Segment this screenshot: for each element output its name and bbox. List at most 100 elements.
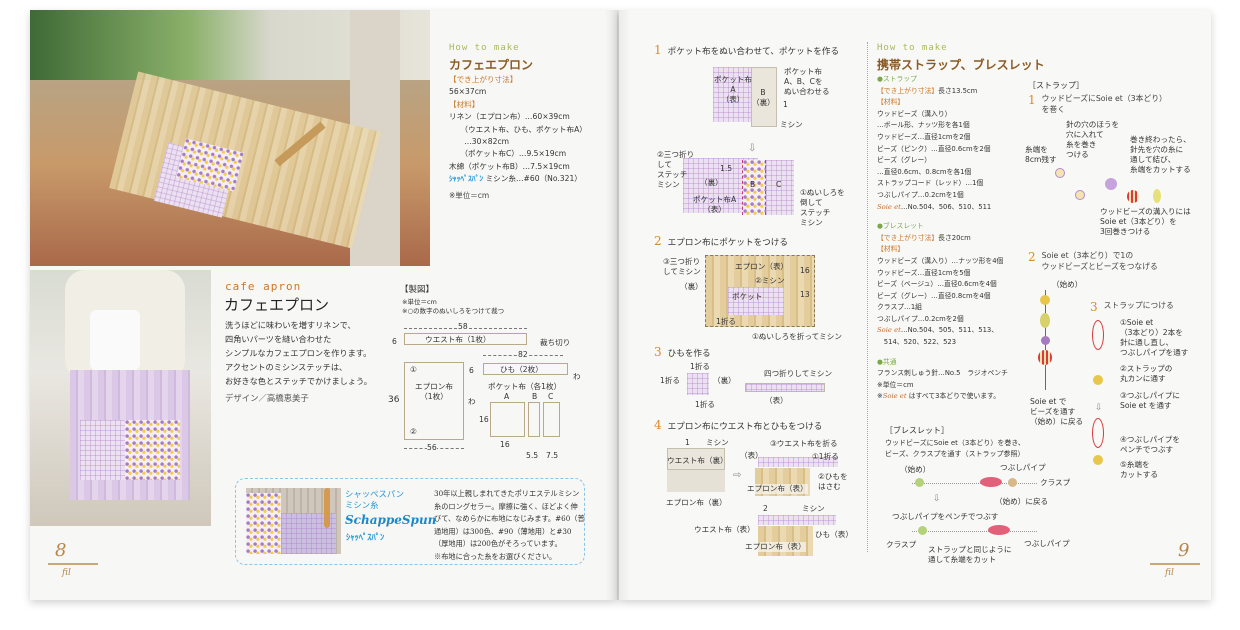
- step-number: 3: [1090, 300, 1098, 314]
- bracelet-intro: ウッドビーズにSoie et（3本どり）を巻き、 ビーズ、クラスプを通す（ストラ…: [885, 438, 1025, 460]
- materials-heading: 【材料】: [877, 245, 905, 254]
- text-line: ※布地に合った糸をお選びください。: [434, 551, 557, 561]
- book-gutter: [605, 10, 631, 600]
- recipe-materials: 【でき上がり寸法】 56×37cm 【材料】 リネン（エプロン布）…60×39c…: [449, 74, 587, 201]
- step-number: 1: [1028, 93, 1036, 107]
- label: 13: [800, 290, 810, 299]
- label: 1: [685, 438, 690, 447]
- bead-red: [980, 477, 1002, 487]
- step-number: 4: [654, 418, 662, 432]
- label: ②三つ折り して ステッチ ミシン: [657, 150, 695, 189]
- needle-icon: [1150, 563, 1200, 565]
- pattern-note: ※○の数字のぬいしろをつけて裁つ: [402, 307, 505, 315]
- strap-piece-label: ひも（2枚）: [500, 365, 543, 374]
- soie-et-logo: Soie et: [877, 202, 901, 211]
- fold-label: わ: [468, 397, 476, 406]
- strap-step-1: 1 ウッドビーズにSoie et（3本どり） を巻く: [1028, 93, 1167, 115]
- material-line: …30×82cm: [449, 137, 510, 147]
- intro-line: お好きな色とステッチでかけましょう。: [225, 376, 372, 386]
- materials-heading: 【材料】: [877, 98, 905, 107]
- intro-title: カフェエプロン: [224, 296, 330, 314]
- dim-58: 58: [458, 322, 468, 332]
- material-line: ウッドビーズ（溝入り）…ナッツ形を4個: [877, 256, 1004, 265]
- intro-line: シンプルなカフェエプロンを作ります。: [225, 348, 372, 358]
- step-text: ウッドビーズにSoie et（3本どり） を巻く: [1041, 94, 1167, 114]
- material-line: …ボール形、ナッツ形を各1個: [877, 121, 970, 130]
- label: 巻き終わったら、 針先を穴の糸に 通して結び、 糸端をカットする: [1130, 135, 1191, 174]
- common-heading: ●共通: [877, 357, 897, 366]
- step-text: Soie et（3本どり）で1の ウッドビーズとビーズをつなげる: [1041, 251, 1158, 271]
- note: はすべて3本どりで使います。: [908, 392, 1000, 401]
- label: Soie et で ビーズを通す （始め）に戻る: [1030, 397, 1084, 426]
- label: ウエスト布（裏）: [667, 456, 728, 465]
- label: （裏）: [700, 178, 723, 187]
- label: エプロン布（裏）: [666, 498, 727, 507]
- label: ⑤糸端を カットする: [1120, 460, 1158, 479]
- bead-wrapped-icon: [1105, 178, 1117, 190]
- how-to-make-label: How to make: [877, 43, 948, 53]
- material-line: つぶしパイプ…0.2cmを2個: [877, 314, 964, 323]
- text-line: 通地用）は300色、#90（薄地用）と#30: [434, 526, 572, 536]
- bead-red: [988, 525, 1010, 535]
- pocket-b-swatch: [751, 67, 777, 127]
- size-value: 長さ13.5cm: [938, 86, 978, 95]
- folio-mark-left: fil: [62, 568, 71, 578]
- pattern-note: ※単位＝cm: [402, 298, 437, 306]
- bracelet-diagram-1: [912, 483, 1037, 484]
- size-heading: 【でき上がり寸法】: [877, 86, 939, 95]
- label: ①ぬいしろを折ってミシン: [752, 332, 842, 341]
- recipe-title: 携帯ストラップ、ブレスレット: [877, 58, 1045, 72]
- intro-line: アクセントのミシンステッチは、: [225, 362, 348, 372]
- bead: [1038, 350, 1052, 365]
- bead: [1093, 375, 1103, 385]
- label: ③三つ折り してミシン: [663, 257, 701, 276]
- label: ミシン: [802, 504, 825, 513]
- label: 針の穴のほうを 穴に入れて 糸を巻き つける: [1066, 120, 1120, 159]
- material-line: ビーズ（ピンク）…直径0.6cmを2個: [877, 144, 991, 153]
- size-heading: 【でき上がり寸法】: [449, 75, 518, 84]
- thread-info-box: [235, 478, 585, 565]
- label: ①Soie et （3本どり）2本を 針に通し直し、 つぶしパイプを通す: [1120, 318, 1189, 357]
- pocket-piece-label: ポケット布（各1枚）: [488, 382, 562, 391]
- material-line: つぶしパイプ…0.2cmを1個: [877, 190, 964, 199]
- label: 糸端を 8cm残す: [1025, 145, 1057, 164]
- bracelet-heading: ●ブレスレット: [877, 222, 924, 231]
- label: （裏）: [680, 282, 703, 291]
- bead-wrapping-icon: [1075, 190, 1085, 200]
- label: エプロン（表）: [735, 262, 789, 271]
- soie-et-logo: Soie et: [877, 326, 901, 335]
- strap-loop-icon: [1092, 320, 1104, 350]
- needle-icon: [48, 563, 98, 565]
- schappe-spun-logo: SchappeSpun: [345, 513, 437, 527]
- bead-wrapping-icon: [1055, 168, 1065, 178]
- bead-wood: [1008, 478, 1017, 487]
- material-line: ウッドビーズ…直径1cmを2個: [877, 132, 971, 141]
- label: （表）: [740, 451, 763, 460]
- label: ポケット布 A （表）: [714, 75, 752, 104]
- folio-mark-right: fil: [1165, 568, 1174, 578]
- strap-heading: ●ストラップ: [877, 75, 917, 83]
- photo-apron-window: [30, 10, 430, 266]
- text-line: 糸のロングセラー。摩擦に強く、ほどよく伸: [434, 501, 578, 511]
- bead-striped-yellow: [1153, 189, 1161, 203]
- bead-green: [915, 478, 924, 487]
- schappe-spun-kana-logo: ｼｬｯﾍﾟｽﾊﾟﾝ: [346, 533, 385, 543]
- strap-folded: [745, 383, 825, 392]
- material-line: （ポケット布C）…9.5×19cm: [449, 149, 567, 159]
- dim-5-5: 5.5: [526, 451, 539, 460]
- material-line: …直径0.6cm、0.8cmを各1個: [877, 167, 972, 176]
- step-text: エプロン布にウエスト布とひもをつける: [667, 422, 823, 432]
- thread-box-text: 30年以上親しまれてきたポリエステルミシン 糸のロングセラー。摩擦に強く、ほどよ…: [434, 488, 585, 564]
- waist-strap: [758, 457, 838, 467]
- pocket-c: C: [548, 392, 554, 401]
- material-line: …No.504、505、511、513、: [900, 326, 999, 335]
- arrow-down-icon: ⇩: [1095, 403, 1103, 413]
- pocket-on-apron: [728, 287, 784, 315]
- material-line: ビーズ（グレー）: [877, 156, 932, 165]
- material-line: 木綿（ポケット布B）…7.5×19cm: [449, 161, 570, 171]
- label: 1折る: [716, 317, 737, 326]
- soie-et-logo: Soie et: [882, 392, 907, 401]
- size-value: 長さ20cm: [938, 233, 971, 242]
